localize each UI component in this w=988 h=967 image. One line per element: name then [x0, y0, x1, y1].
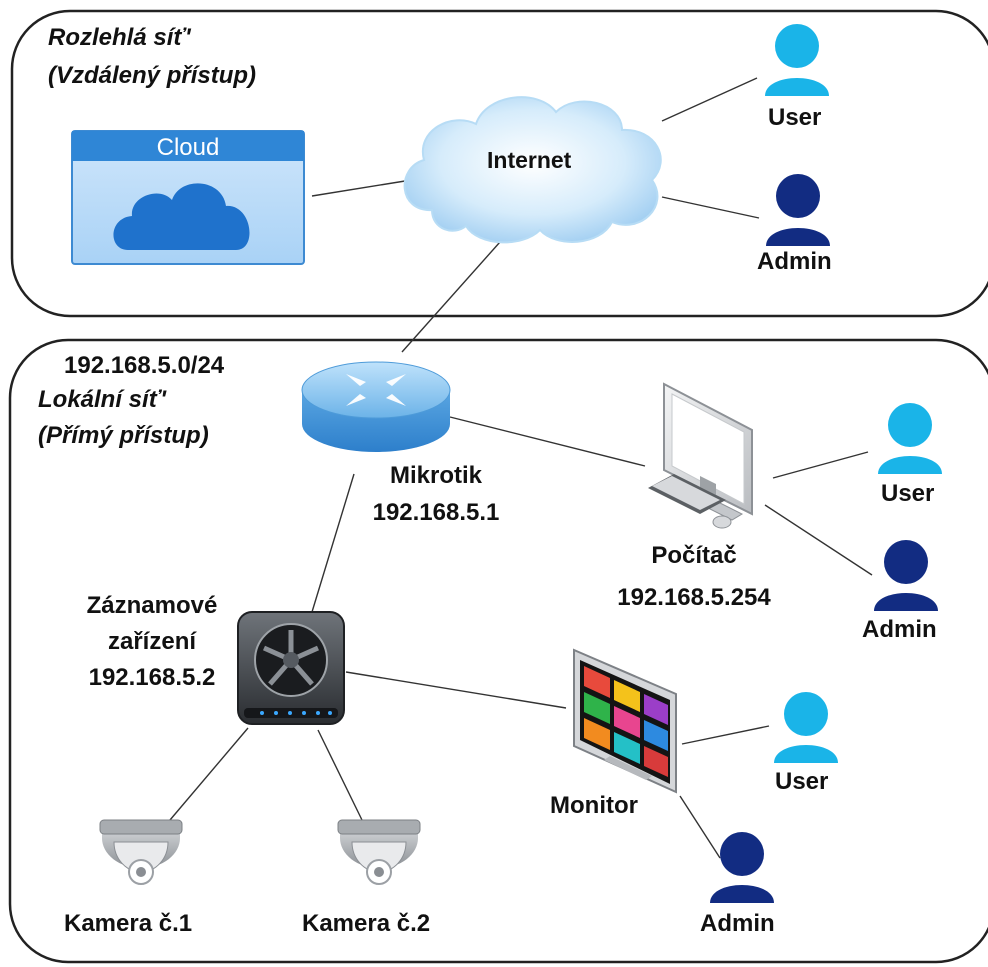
router-name-label: Mikrotik	[389, 462, 482, 489]
pc-admin-label: Admin	[862, 616, 937, 643]
wan-admin-icon	[766, 174, 830, 246]
camera-2-label: Kamera č.2	[302, 910, 431, 937]
wan-user-icon	[765, 24, 829, 96]
wan-user-label: User	[768, 104, 822, 131]
monitor-icon	[573, 648, 677, 794]
link-internet-router	[401, 241, 501, 353]
link-cloud-internet	[311, 180, 406, 197]
monitor-admin-icon	[710, 832, 774, 903]
router-ip-label: 192.168.5.1	[372, 499, 500, 526]
internet-label: Internet	[487, 147, 572, 173]
connection-lines	[169, 77, 873, 859]
lan-zone-frame	[8, 338, 988, 964]
link-recorder-camera2	[317, 729, 363, 821]
link-monitor-admin	[679, 795, 721, 859]
router-icon	[301, 361, 451, 452]
computer-name-label: Počítač	[651, 542, 737, 569]
wan-zone-frame	[10, 9, 988, 318]
link-internet-user	[661, 77, 758, 122]
link-monitor-user	[681, 725, 770, 745]
monitor-user-label: User	[775, 768, 829, 795]
link-router-pc	[449, 416, 646, 467]
computer-ip-label: 192.168.5.254	[617, 584, 771, 611]
camera-2-icon	[337, 819, 421, 885]
pc-user-icon	[878, 403, 942, 474]
monitor-user-icon	[774, 692, 838, 763]
link-recorder-monitor	[345, 671, 567, 709]
recorder-name-line1: Záznamové	[86, 592, 218, 619]
recorder-icon	[237, 611, 345, 725]
recorder-ip-label: 192.168.5.2	[88, 664, 216, 691]
camera-1-icon	[99, 819, 183, 885]
link-recorder-camera1	[169, 727, 249, 821]
lan-subnet-label: 192.168.5.0/24	[64, 352, 225, 379]
recorder-name-line2: zařízení	[107, 628, 197, 655]
pc-user-label: User	[881, 480, 935, 507]
camera-1-label: Kamera č.1	[64, 910, 193, 937]
link-internet-admin	[661, 196, 760, 219]
link-pc-user	[772, 451, 869, 479]
lan-zone-title: Lokální síť'	[38, 386, 166, 413]
cloud-label: Cloud	[156, 134, 220, 161]
wan-admin-label: Admin	[757, 248, 832, 275]
computer-icon	[648, 382, 753, 529]
monitor-admin-label: Admin	[700, 910, 775, 937]
wan-zone-title: Rozlehlá síť'	[48, 24, 191, 51]
link-router-recorder	[311, 473, 355, 613]
wan-zone-subtitle: (Vzdálený přístup)	[48, 62, 257, 89]
pc-admin-icon	[874, 540, 938, 611]
internet-cloud-icon	[403, 96, 662, 244]
link-pc-admin	[764, 504, 873, 576]
monitor-label: Monitor	[550, 792, 638, 819]
lan-zone-subtitle: (Přímý přístup)	[38, 422, 209, 449]
cloud-service-icon	[71, 130, 305, 265]
